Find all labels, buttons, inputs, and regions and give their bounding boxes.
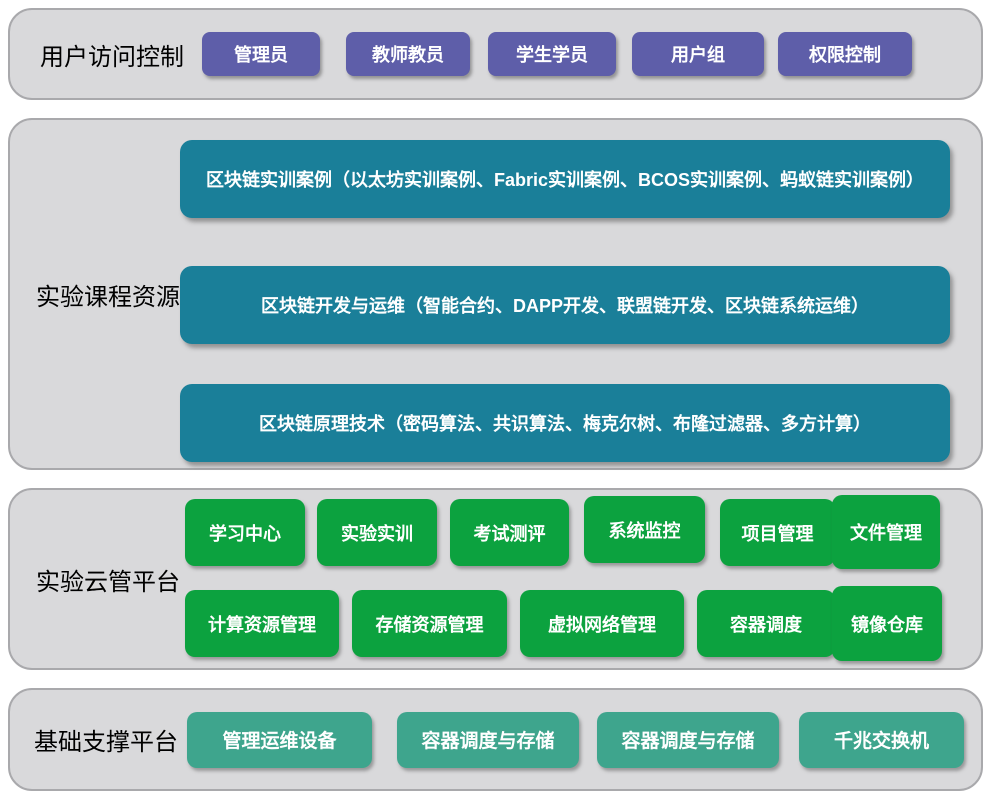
layer-label-container: 用户访问控制 [10,37,202,72]
layer-label-user-access: 用户访问控制 [40,43,184,71]
block-system-monitoring: 系统监控 [584,496,705,563]
block-virtual-network-mgmt: 虚拟网络管理 [520,590,684,657]
layer-label-cloud-platform: 实验云管平台 [36,568,180,596]
layer-label-base-platform: 基础支撑平台 [34,729,178,756]
bar-blockchain-dev-ops: 区块链开发与运维（智能合约、DAPP开发、联盟链开发、区块链系统运维） [180,266,950,344]
block-learning-center: 学习中心 [185,499,305,566]
block-project-management: 项目管理 [720,499,835,566]
block-storage-resource-mgmt: 存储资源管理 [352,590,507,657]
layer-base-platform: 基础支撑平台 管理运维设备 容器调度与存储 容器调度与存储 千兆交换机 [8,688,983,791]
layer-cloud-platform: 实验云管平台 学习中心 实验实训 考试测评 系统监控 项目管理 文件管理 计算资… [8,488,983,670]
bar-blockchain-principles: 区块链原理技术（密码算法、共识算法、梅克尔树、布隆过滤器、多方计算） [180,384,950,462]
block-container-storage-1: 容器调度与存储 [397,711,579,768]
block-gigabit-switch: 千兆交换机 [799,711,964,768]
block-admin: 管理员 [202,32,320,76]
layer-label-container: 基础支撑平台 [10,722,187,757]
block-image-registry: 镜像仓库 [832,586,942,661]
layer-label-container: 实验课程资源 [10,120,180,468]
cloud-row-2: 计算资源管理 存储资源管理 虚拟网络管理 容器调度 镜像仓库 [185,586,942,661]
block-exam-evaluation: 考试测评 [450,499,569,566]
layer-label-container: 实验云管平台 [10,490,185,668]
block-teacher: 教师教员 [346,32,470,76]
block-container-storage-2: 容器调度与存储 [597,711,779,768]
block-lab-training: 实验实训 [317,499,437,566]
bar-blockchain-training-cases: 区块链实训案例（以太坊实训案例、Fabric实训案例、BCOS实训案例、蚂蚁链实… [180,140,950,218]
block-user-group: 用户组 [632,32,764,76]
layer-user-access-control: 用户访问控制 管理员 教师教员 学生学员 用户组 权限控制 [8,8,983,100]
course-bars: 区块链实训案例（以太坊实训案例、Fabric实训案例、BCOS实训案例、蚂蚁链实… [180,120,950,468]
block-compute-resource-mgmt: 计算资源管理 [185,590,339,657]
block-permission-control: 权限控制 [778,32,912,76]
block-student: 学生学员 [488,32,616,76]
block-container-scheduling: 容器调度 [697,590,835,657]
cloud-row-1: 学习中心 实验实训 考试测评 系统监控 项目管理 文件管理 [185,495,942,569]
layer-course-resources: 实验课程资源 区块链实训案例（以太坊实训案例、Fabric实训案例、BCOS实训… [8,118,983,470]
layer-label-course-resources: 实验课程资源 [36,283,180,311]
block-ops-devices: 管理运维设备 [187,711,372,768]
block-file-management: 文件管理 [832,495,940,569]
cloud-platform-grid: 学习中心 实验实训 考试测评 系统监控 项目管理 文件管理 计算资源管理 存储资… [185,490,942,668]
